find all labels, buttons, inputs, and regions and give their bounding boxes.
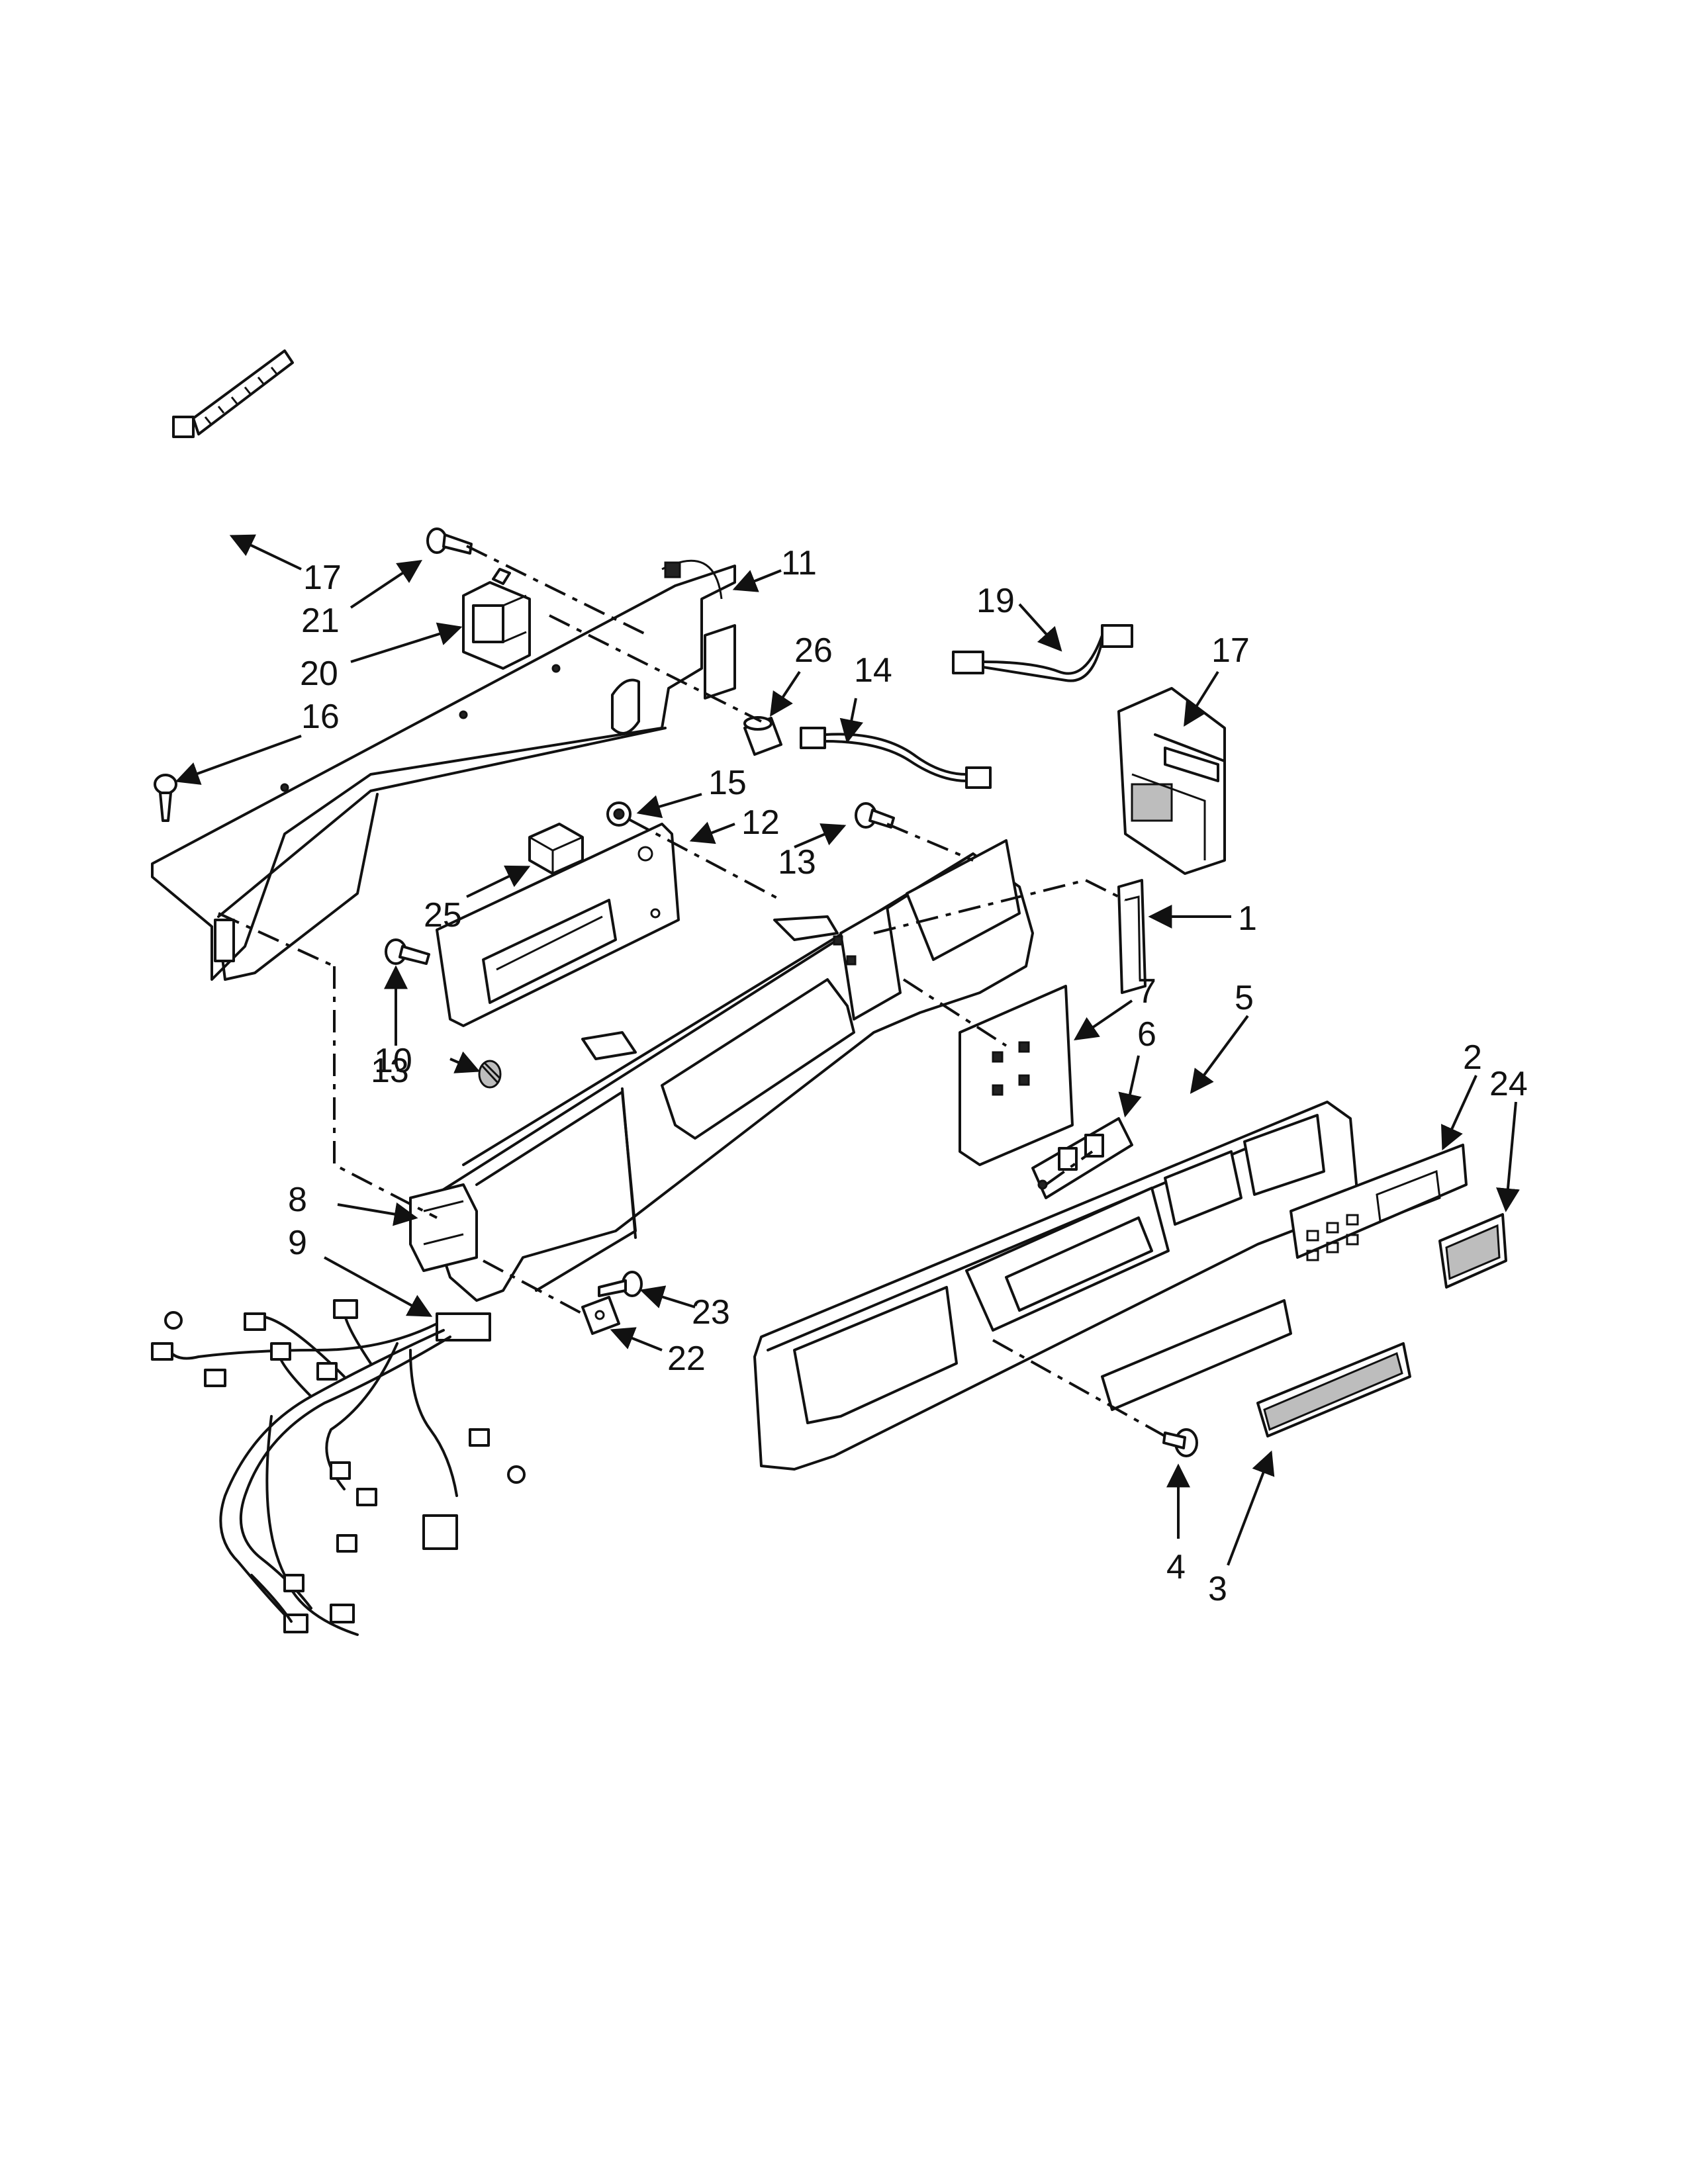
screw-bottom-part [1162, 1428, 1198, 1457]
screw-left-part [154, 774, 177, 822]
circuit-board-part [436, 823, 680, 1027]
callout-10: 10 [374, 1042, 412, 1080]
screw-top-part [426, 527, 473, 555]
callout-2: 2 [1463, 1038, 1482, 1077]
callout-6: 6 [1137, 1015, 1156, 1054]
callout-18: 17 [303, 559, 342, 597]
spacer-part [743, 716, 782, 756]
callout-8: 8 [288, 1181, 307, 1219]
leader-arrows [175, 534, 1520, 1566]
callout-4: 4 [1166, 1548, 1186, 1586]
small-bracket-part [1117, 879, 1147, 994]
callout-20: 20 [300, 655, 338, 693]
callout-19: 19 [976, 582, 1015, 620]
callout-3: 3 [1208, 1570, 1227, 1608]
connector-part [528, 823, 584, 875]
callout-1: 1 [1238, 899, 1257, 938]
callout-labels: 17 21 20 16 11 26 14 19 17 15 12 13 25 1… [288, 544, 1528, 1608]
callout-21: 21 [301, 602, 340, 640]
callout-22: 22 [667, 1340, 706, 1378]
mounting-bracket-part [409, 1183, 478, 1272]
callout-24: 24 [1489, 1065, 1528, 1103]
callout-13-lower: 13 [371, 1052, 409, 1090]
clip-22-part [581, 1296, 620, 1335]
callout-12: 12 [741, 803, 780, 842]
wire-harness-long-part [800, 727, 992, 789]
console-panel-part [753, 1101, 1358, 1471]
spring-part [478, 1060, 502, 1089]
callout-17: 17 [1211, 631, 1250, 670]
screw-left-lower-part [385, 938, 430, 965]
callout-26: 26 [794, 631, 833, 670]
nut-part [606, 801, 632, 827]
wire-harness-short-part [952, 624, 1133, 682]
console-housing-part [429, 839, 1034, 1302]
relay-part [462, 568, 531, 670]
callout-11: 11 [781, 544, 817, 582]
callout-14: 14 [854, 651, 892, 690]
callout-13-upper: 13 [778, 843, 816, 882]
control-bracket-part [151, 559, 736, 981]
callout-16: 16 [301, 698, 340, 736]
callout-15: 15 [708, 764, 747, 802]
assembly-lines [218, 545, 1166, 1437]
main-wire-harness-part [151, 1299, 526, 1636]
control-overlay-part [1101, 1144, 1468, 1411]
shield-plate-part [959, 985, 1074, 1166]
display-lens-part [1438, 1213, 1507, 1289]
callout-23: 23 [692, 1293, 730, 1332]
callout-7: 7 [1137, 972, 1156, 1011]
callout-5: 5 [1235, 979, 1254, 1017]
display-window-part [1256, 1342, 1411, 1437]
screw-23-part [598, 1271, 643, 1297]
callout-25: 25 [424, 896, 462, 934]
cable-tie-part [172, 349, 294, 438]
callout-9: 9 [288, 1224, 307, 1262]
control-module-part [1117, 687, 1226, 875]
